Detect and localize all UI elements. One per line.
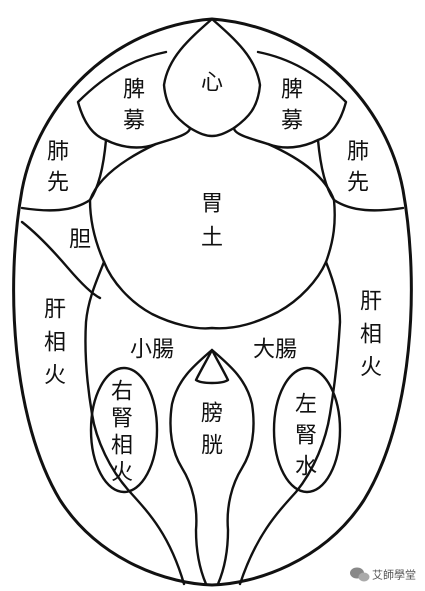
- bladder-notch: [194, 348, 230, 385]
- stomach-label-2: 土: [201, 226, 223, 251]
- watermark: 艾師學堂: [350, 567, 416, 582]
- watermark-text: 艾師學堂: [372, 569, 416, 582]
- spleen-right-label-2: 募: [281, 109, 303, 134]
- lung-left-label-2: 先: [47, 171, 69, 196]
- heart-region: [162, 17, 262, 138]
- bladder-label-1: 膀: [201, 402, 223, 427]
- lung-right-label-1: 肺: [347, 140, 369, 165]
- bladder-region: [169, 348, 255, 586]
- liver-left-boundary: [84, 260, 186, 586]
- liver-right-boundary: [238, 260, 342, 586]
- right-kidney-label-3: 相: [111, 434, 133, 459]
- stomach-label-1: 胃: [201, 192, 223, 217]
- heart-label: 心: [201, 71, 223, 96]
- right-kidney-label-4: 火: [111, 461, 133, 486]
- left-kidney-label-2: 腎: [295, 424, 317, 449]
- liver-left-label-1: 肝: [44, 298, 66, 323]
- spleen-right-label-1: 脾: [281, 78, 303, 103]
- liver-left-label-2: 相: [44, 331, 66, 356]
- small-intestine-label: 小腸: [130, 338, 174, 363]
- right-kidney-region: [89, 366, 159, 494]
- left-kidney-label-1: 左: [295, 393, 317, 418]
- left-kidney-region: [272, 366, 342, 494]
- liver-right-label-2: 相: [360, 323, 382, 348]
- bladder-label-2: 胱: [201, 434, 223, 459]
- spleen-left-label-2: 募: [123, 109, 145, 134]
- spleen-right-region: [232, 50, 348, 149]
- tongue-outline: [12, 17, 413, 587]
- right-kidney-label-1: 右: [111, 380, 133, 405]
- lung-left-label-1: 肺: [47, 140, 69, 165]
- spleen-left-region: [76, 50, 192, 149]
- large-intestine-label: 大腸: [253, 338, 297, 363]
- stomach-region: [88, 142, 336, 330]
- left-kidney-label-3: 水: [295, 455, 317, 480]
- liver-right-label-1: 肝: [360, 290, 382, 315]
- lung-right-label-2: 先: [347, 171, 369, 196]
- liver-right-label-3: 火: [360, 356, 382, 381]
- spleen-left-label-1: 脾: [123, 78, 145, 103]
- wechat-icon: [350, 567, 370, 582]
- gallbladder-label: 胆: [69, 228, 91, 253]
- right-kidney-label-2: 腎: [111, 407, 133, 432]
- liver-left-label-3: 火: [44, 364, 66, 389]
